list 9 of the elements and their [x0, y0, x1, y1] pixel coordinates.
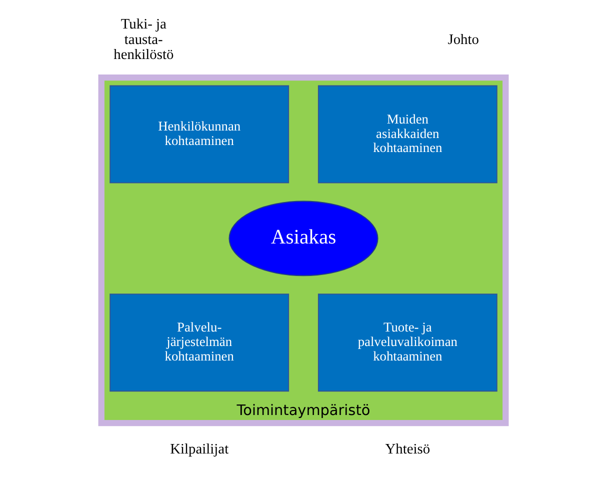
label: Johto [448, 32, 479, 48]
node-ellipse: Asiakas [228, 200, 378, 276]
node-box: Palvelu- järjestelmän kohtaaminen [110, 294, 290, 392]
label: Kilpailijat [170, 442, 229, 458]
node-box: Tuote- ja palveluvalikoiman kohtaaminen [318, 294, 498, 392]
node-box: Henkilökunnan kohtaaminen [110, 85, 290, 184]
node-box: Muiden asiakkaiden kohtaaminen [318, 85, 498, 184]
label: Yhteisö [385, 442, 430, 458]
label: Tuki- ja tausta- henkilöstö [114, 16, 174, 64]
